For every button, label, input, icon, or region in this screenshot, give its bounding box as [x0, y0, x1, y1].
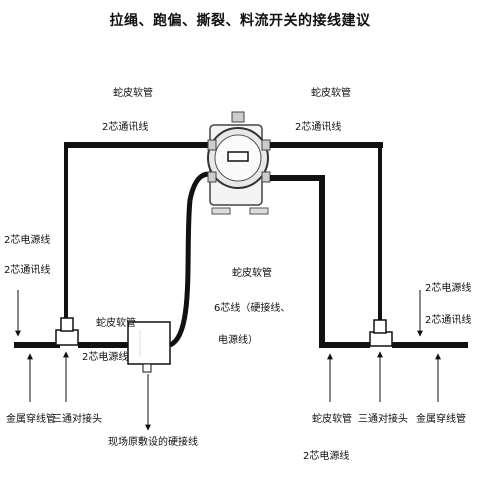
label-power-mid-left: 2芯电源线	[82, 352, 129, 363]
label-field-box: 现场原敷设的硬接线	[108, 437, 198, 448]
label-tee-left: 三通对接头	[52, 414, 102, 425]
label-hose-bottom-right: 蛇皮软管	[312, 414, 352, 425]
label-hose-top-left: 蛇皮软管	[113, 88, 153, 99]
label-comm-top-right: 2芯通讯线	[295, 122, 342, 133]
junction-box	[127, 321, 171, 365]
label-metal-left: 金属穿线管	[6, 414, 56, 425]
label-six-core-1: 6芯线（硬接线、	[214, 303, 291, 314]
label-comm-top-left: 2芯通讯线	[102, 122, 149, 133]
label-left-comm: 2芯通讯线	[4, 265, 51, 276]
tee-connector-left-stem	[60, 317, 74, 332]
label-left-power: 2芯电源线	[4, 235, 51, 246]
tee-connector-left	[55, 329, 79, 346]
diagram-title: 拉绳、跑偏、撕裂、料流开关的接线建议	[109, 13, 371, 29]
tee-connector-right-stem	[373, 319, 387, 334]
switch-device	[207, 111, 271, 215]
label-right-comm: 2芯通讯线	[425, 315, 472, 326]
tee-connector-right	[369, 331, 393, 347]
label-metal-right: 金属穿线管	[416, 414, 466, 425]
label-hose-top-right: 蛇皮软管	[311, 88, 351, 99]
label-power-bottom-right: 2芯电源线	[303, 451, 350, 462]
label-six-core-2: 电源线）	[218, 335, 258, 346]
label-hose-center: 蛇皮软管	[232, 268, 272, 279]
label-hose-mid-left: 蛇皮软管	[96, 318, 136, 329]
junction-box-gland	[142, 363, 152, 373]
label-right-power: 2芯电源线	[425, 283, 472, 294]
label-tee-right: 三通对接头	[358, 414, 408, 425]
six-core-hose	[168, 171, 215, 348]
